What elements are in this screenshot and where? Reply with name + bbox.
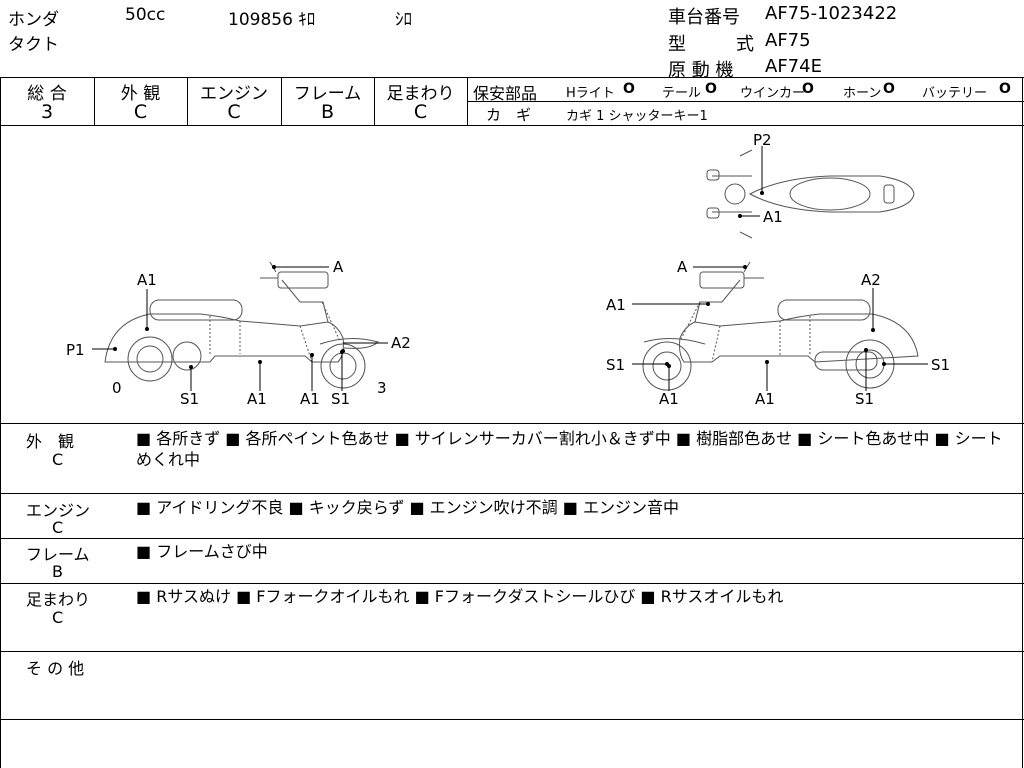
section-detail: ■ 各所きず ■ 各所ペイント色あせ ■ サイレンサーカバー割れ小＆きず中 ■ … <box>136 429 1003 469</box>
suspension-value: C <box>413 101 428 123</box>
section-name: 外 観 <box>26 432 75 451</box>
frame-value: B <box>320 101 335 123</box>
section-name: フレーム <box>26 545 90 564</box>
total-label: 総 合 <box>27 84 67 104</box>
section-grade: C <box>52 608 64 627</box>
divider <box>467 77 468 125</box>
mileage: 109856 ｷﾛ <box>228 10 316 30</box>
suspension-label: 足まわり <box>386 84 455 104</box>
maker: ホンダ <box>8 10 59 30</box>
key-label: カ ギ <box>486 106 532 124</box>
damage-label: S1 <box>855 390 875 408</box>
damage-label: A1 <box>755 390 775 408</box>
section-name: そ の 他 <box>26 659 85 678</box>
damage-label: 3 <box>377 379 387 397</box>
divider <box>0 77 1024 78</box>
scooter-top <box>706 149 915 239</box>
divider <box>281 77 282 125</box>
leader-lines-left <box>92 265 388 391</box>
damage-label: A1 <box>659 390 679 408</box>
headlight-mark: O <box>623 81 635 97</box>
color: ｼﾛ <box>395 10 412 30</box>
divider <box>94 77 95 125</box>
type-label-2: 式 <box>736 34 754 55</box>
damage-label: P2 <box>753 131 772 149</box>
horn-label: ホーン <box>843 86 882 101</box>
section-detail: ■ Rサスぬけ ■ Fフォークオイルもれ ■ Fフォークダストシールひび ■ R… <box>136 587 784 606</box>
divider <box>374 77 375 125</box>
damage-diagram <box>92 146 928 391</box>
damage-label: S1 <box>606 356 626 374</box>
divider <box>1022 77 1023 768</box>
engine-model-value: AF74E <box>765 56 822 77</box>
tail-label: テール <box>662 86 702 101</box>
damage-label: S1 <box>331 390 351 408</box>
damage-label: A <box>677 258 688 276</box>
divider <box>0 651 1024 652</box>
type-label-1: 型 <box>668 34 686 55</box>
leader-lines-top <box>738 146 764 218</box>
damage-label: S1 <box>931 356 951 374</box>
horn-mark: O <box>883 81 895 97</box>
frame-no-label: 車台番号 <box>668 7 740 28</box>
damage-label: A1 <box>137 271 157 289</box>
displacement: 50cc <box>125 5 166 25</box>
engine-value: C <box>227 101 241 123</box>
divider <box>0 719 1024 720</box>
total-value: 3 <box>40 101 54 123</box>
divider <box>0 493 1024 494</box>
engine-label: エンジン <box>200 84 268 104</box>
damage-label: A2 <box>391 334 411 352</box>
divider <box>187 77 188 125</box>
divider <box>0 77 1 768</box>
section-name: エンジン <box>26 501 91 520</box>
divider <box>0 583 1024 584</box>
divider <box>467 101 1024 102</box>
damage-label: A1 <box>763 208 783 226</box>
section-grade: B <box>52 562 63 581</box>
frame-no-value: AF75-1023422 <box>765 3 898 24</box>
damage-label: A <box>333 258 344 276</box>
damage-label: A2 <box>861 271 881 289</box>
safety-label: 保安部品 <box>473 84 538 103</box>
damage-label: A1 <box>606 296 626 314</box>
exterior-value: C <box>133 101 148 123</box>
headlight-label: Hライト <box>566 86 615 101</box>
key-value: カギ 1 シャッターキー1 <box>566 109 708 124</box>
section-grade: C <box>52 450 64 469</box>
damage-label: S1 <box>180 390 200 408</box>
divider <box>0 538 1024 539</box>
divider <box>0 423 1024 424</box>
exterior-label: 外 観 <box>120 84 161 104</box>
model-name: タクト <box>8 35 59 55</box>
leader-lines-right <box>632 265 928 391</box>
section-detail: ■ フレームさび中 <box>136 542 268 561</box>
section-detail: ■ アイドリング不良 ■ キック戻らず ■ エンジン吹け不調 ■ エンジン音中 <box>136 498 679 517</box>
battery-label: バッテリー <box>922 86 988 101</box>
tail-mark: O <box>705 81 717 97</box>
type-value: AF75 <box>765 30 811 51</box>
winker-label: ウインカー <box>740 86 806 101</box>
section-name: 足まわり <box>26 590 91 609</box>
winker-mark: O <box>802 81 814 97</box>
battery-mark: O <box>999 81 1011 97</box>
divider <box>0 125 1024 126</box>
damage-label: A1 <box>300 390 320 408</box>
damage-label: P1 <box>66 341 85 359</box>
damage-label: A1 <box>247 390 267 408</box>
frame-label: フレーム <box>293 84 362 104</box>
damage-label: 0 <box>112 379 122 397</box>
engine-model-label: 原 動 機 <box>668 60 734 81</box>
section-grade: C <box>52 518 64 537</box>
